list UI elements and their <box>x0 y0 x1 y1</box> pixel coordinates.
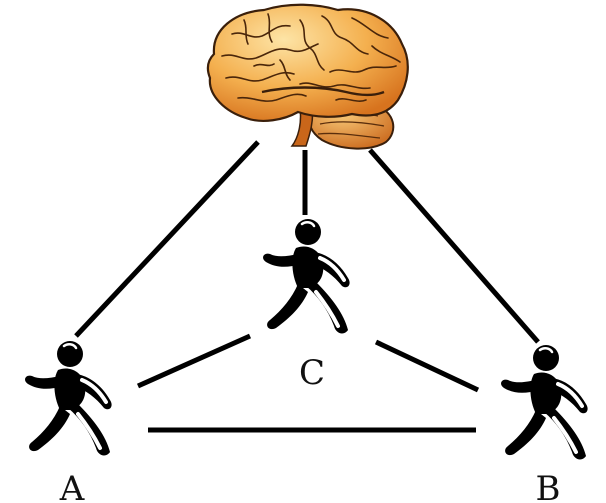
edge-brain-b <box>370 150 538 342</box>
edge-a-c <box>138 336 250 386</box>
node-label-b: B <box>536 469 561 503</box>
walking-person-icon <box>25 341 112 455</box>
node-label-a: A <box>59 469 85 503</box>
node-label-c: C <box>299 353 325 393</box>
walking-person-icon <box>263 219 350 333</box>
node-c: C <box>263 219 350 393</box>
brain-icon <box>208 5 408 149</box>
edge-b-c <box>376 342 478 390</box>
node-b: B <box>501 345 588 503</box>
walking-person-icon <box>501 345 588 459</box>
node-a: A <box>25 341 112 503</box>
edge-brain-a <box>76 142 258 336</box>
